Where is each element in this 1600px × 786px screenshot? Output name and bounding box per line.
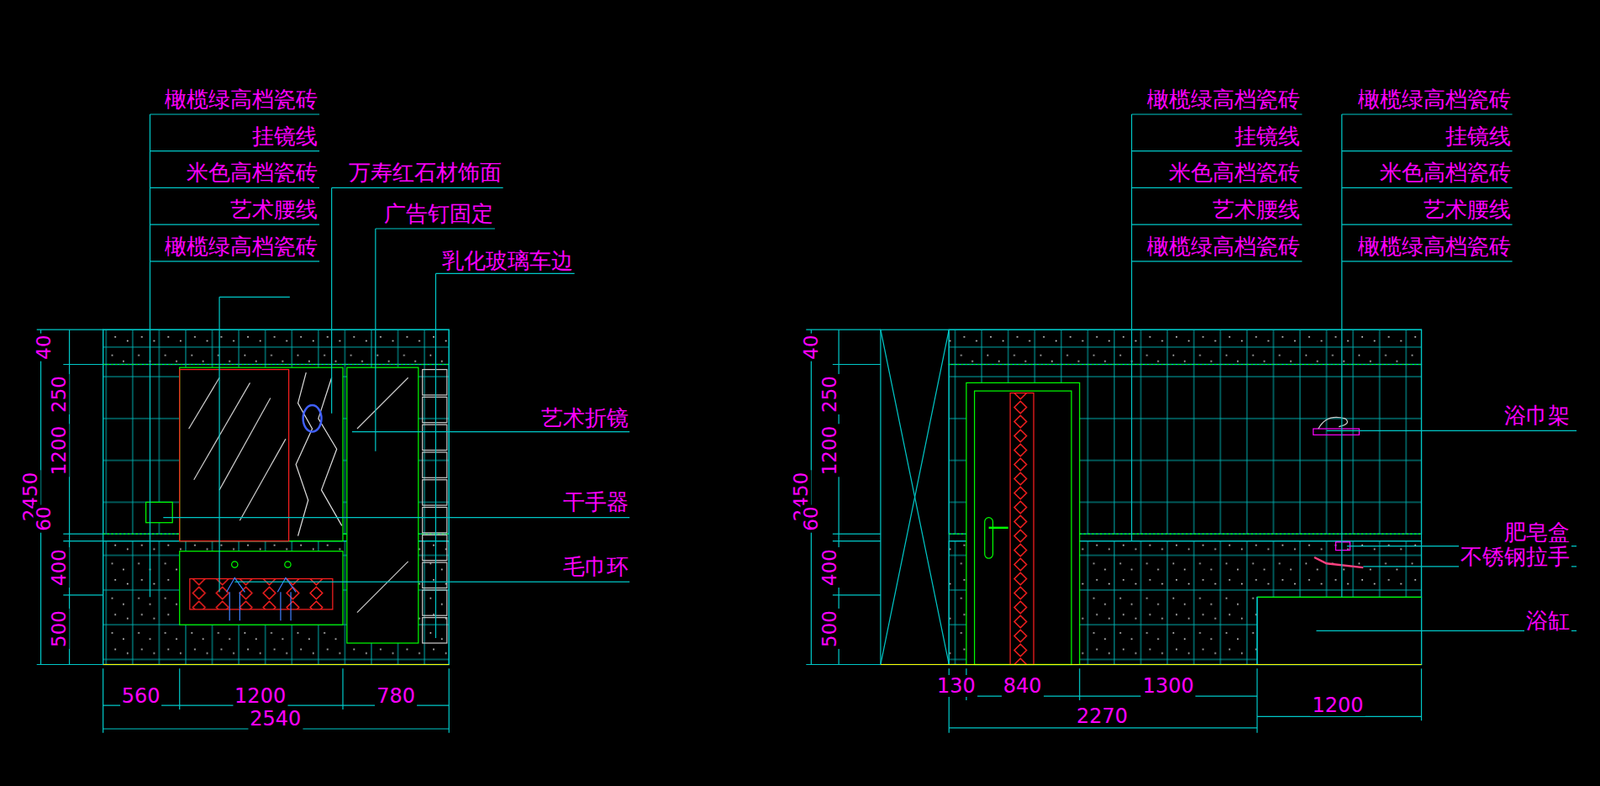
material-callout: 万寿红石材饰面 <box>347 160 504 185</box>
dimension-label: 2540 <box>247 707 303 730</box>
material-callout: 挂镜线 <box>1232 124 1302 148</box>
dimension-label: 840 <box>1001 674 1044 697</box>
dimension-label: 1200 <box>48 423 70 477</box>
material-callout: 米色高档瓷砖 <box>1378 160 1513 185</box>
dimension-label: 1200 <box>1310 694 1365 716</box>
dimension-label: 60 <box>33 504 55 532</box>
material-callout: 广告钉固定 <box>382 201 495 226</box>
material-callout: 浴巾架 <box>1502 403 1572 427</box>
material-callout: 干手器 <box>561 489 631 514</box>
material-callout: 橄榄绿高档瓷砖 <box>163 87 320 111</box>
dimension-label: 1300 <box>1141 674 1196 697</box>
dimension-label: 40 <box>800 332 822 361</box>
dimension-label: 2270 <box>1074 705 1130 727</box>
dimension-label: 560 <box>120 684 163 707</box>
material-callout: 艺术折镜 <box>539 405 631 430</box>
material-callout: 不锈钢拉手 <box>1458 544 1572 569</box>
dimension-label: 130 <box>935 674 978 697</box>
material-callout: 艺术腰线 <box>1421 197 1513 222</box>
dimension-label: 60 <box>800 504 822 532</box>
material-callout: 橄榄绿高档瓷砖 <box>1356 87 1513 111</box>
material-callout: 橄榄绿高档瓷砖 <box>1356 234 1513 258</box>
material-callout: 毛巾环 <box>561 554 631 579</box>
material-callout: 橄榄绿高档瓷砖 <box>1145 234 1302 258</box>
dimension-label: 780 <box>374 684 417 707</box>
material-callout: 乳化玻璃车边 <box>440 248 575 273</box>
dimension-label: 500 <box>819 608 841 649</box>
dimension-label: 1200 <box>232 684 288 707</box>
dimension-label: 500 <box>48 608 70 649</box>
material-callout: 浴缸 <box>1524 608 1572 632</box>
material-callout: 肥皂盒 <box>1502 520 1572 544</box>
material-callout: 挂镜线 <box>1443 124 1513 148</box>
dimension-label: 400 <box>48 547 70 588</box>
dimension-label: 250 <box>819 373 841 415</box>
dimension-label: 250 <box>48 373 70 415</box>
material-callout: 橄榄绿高档瓷砖 <box>1145 87 1302 111</box>
material-callout: 艺术腰线 <box>228 197 320 222</box>
dimension-label: 1200 <box>819 423 841 477</box>
material-callout: 米色高档瓷砖 <box>184 160 320 185</box>
dimension-label: 40 <box>33 332 55 361</box>
material-callout: 橄榄绿高档瓷砖 <box>163 234 320 258</box>
material-callout: 艺术腰线 <box>1210 197 1302 222</box>
material-callout: 挂镜线 <box>250 124 320 148</box>
material-callout: 米色高档瓷砖 <box>1167 160 1302 185</box>
dimension-label: 400 <box>819 547 841 588</box>
